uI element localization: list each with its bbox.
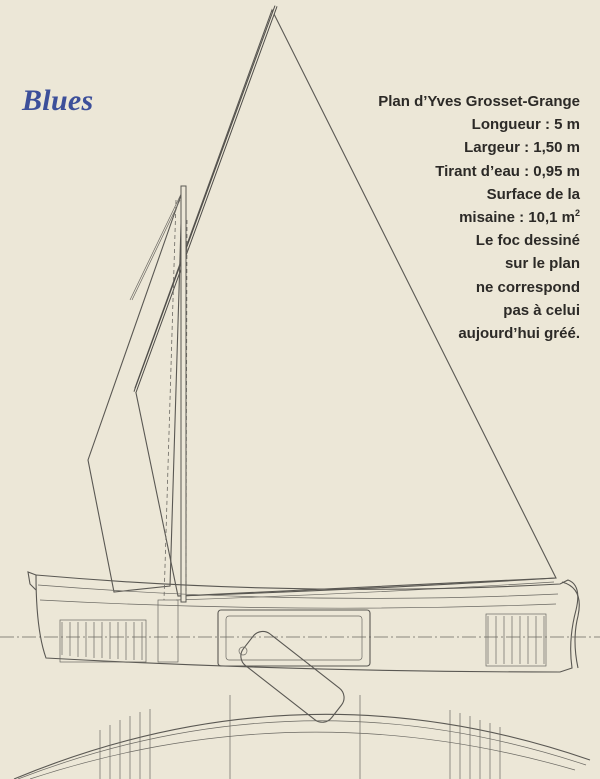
spec-note-3: ne correspond	[475, 278, 580, 296]
specifications-caption: Plan d’Yves Grosset-Grange Longueur : 5 …	[320, 90, 580, 345]
spec-sail-area-value: misaine : 10,1 m	[459, 209, 575, 227]
hull-plan-view	[13, 695, 591, 779]
spec-beam: Largeur : 1,50 m	[464, 139, 580, 157]
spec-length: Longueur : 5 m	[471, 116, 580, 134]
spec-note-2: sur le plan	[504, 255, 580, 273]
jib-sail	[87, 191, 183, 593]
spec-note-4: pas à celui	[503, 301, 580, 319]
spec-designer: Plan d’Yves Grosset-Grange	[378, 93, 580, 110]
spec-note-5: aujourd’hui gréé.	[458, 325, 580, 343]
spec-note-1: Le foc dessiné	[475, 232, 580, 250]
spec-draft: Tirant d’eau : 0,95 m	[435, 162, 580, 180]
spec-sail-area-unit-exponent: 2	[574, 208, 580, 219]
boat-title: Blues	[22, 84, 94, 117]
mast	[163, 185, 188, 603]
spec-sail-area-label: Surface de la	[486, 185, 580, 203]
hull-profile	[27, 571, 580, 723]
spec-sail-area: misaine : 10,1 m2	[320, 206, 580, 229]
